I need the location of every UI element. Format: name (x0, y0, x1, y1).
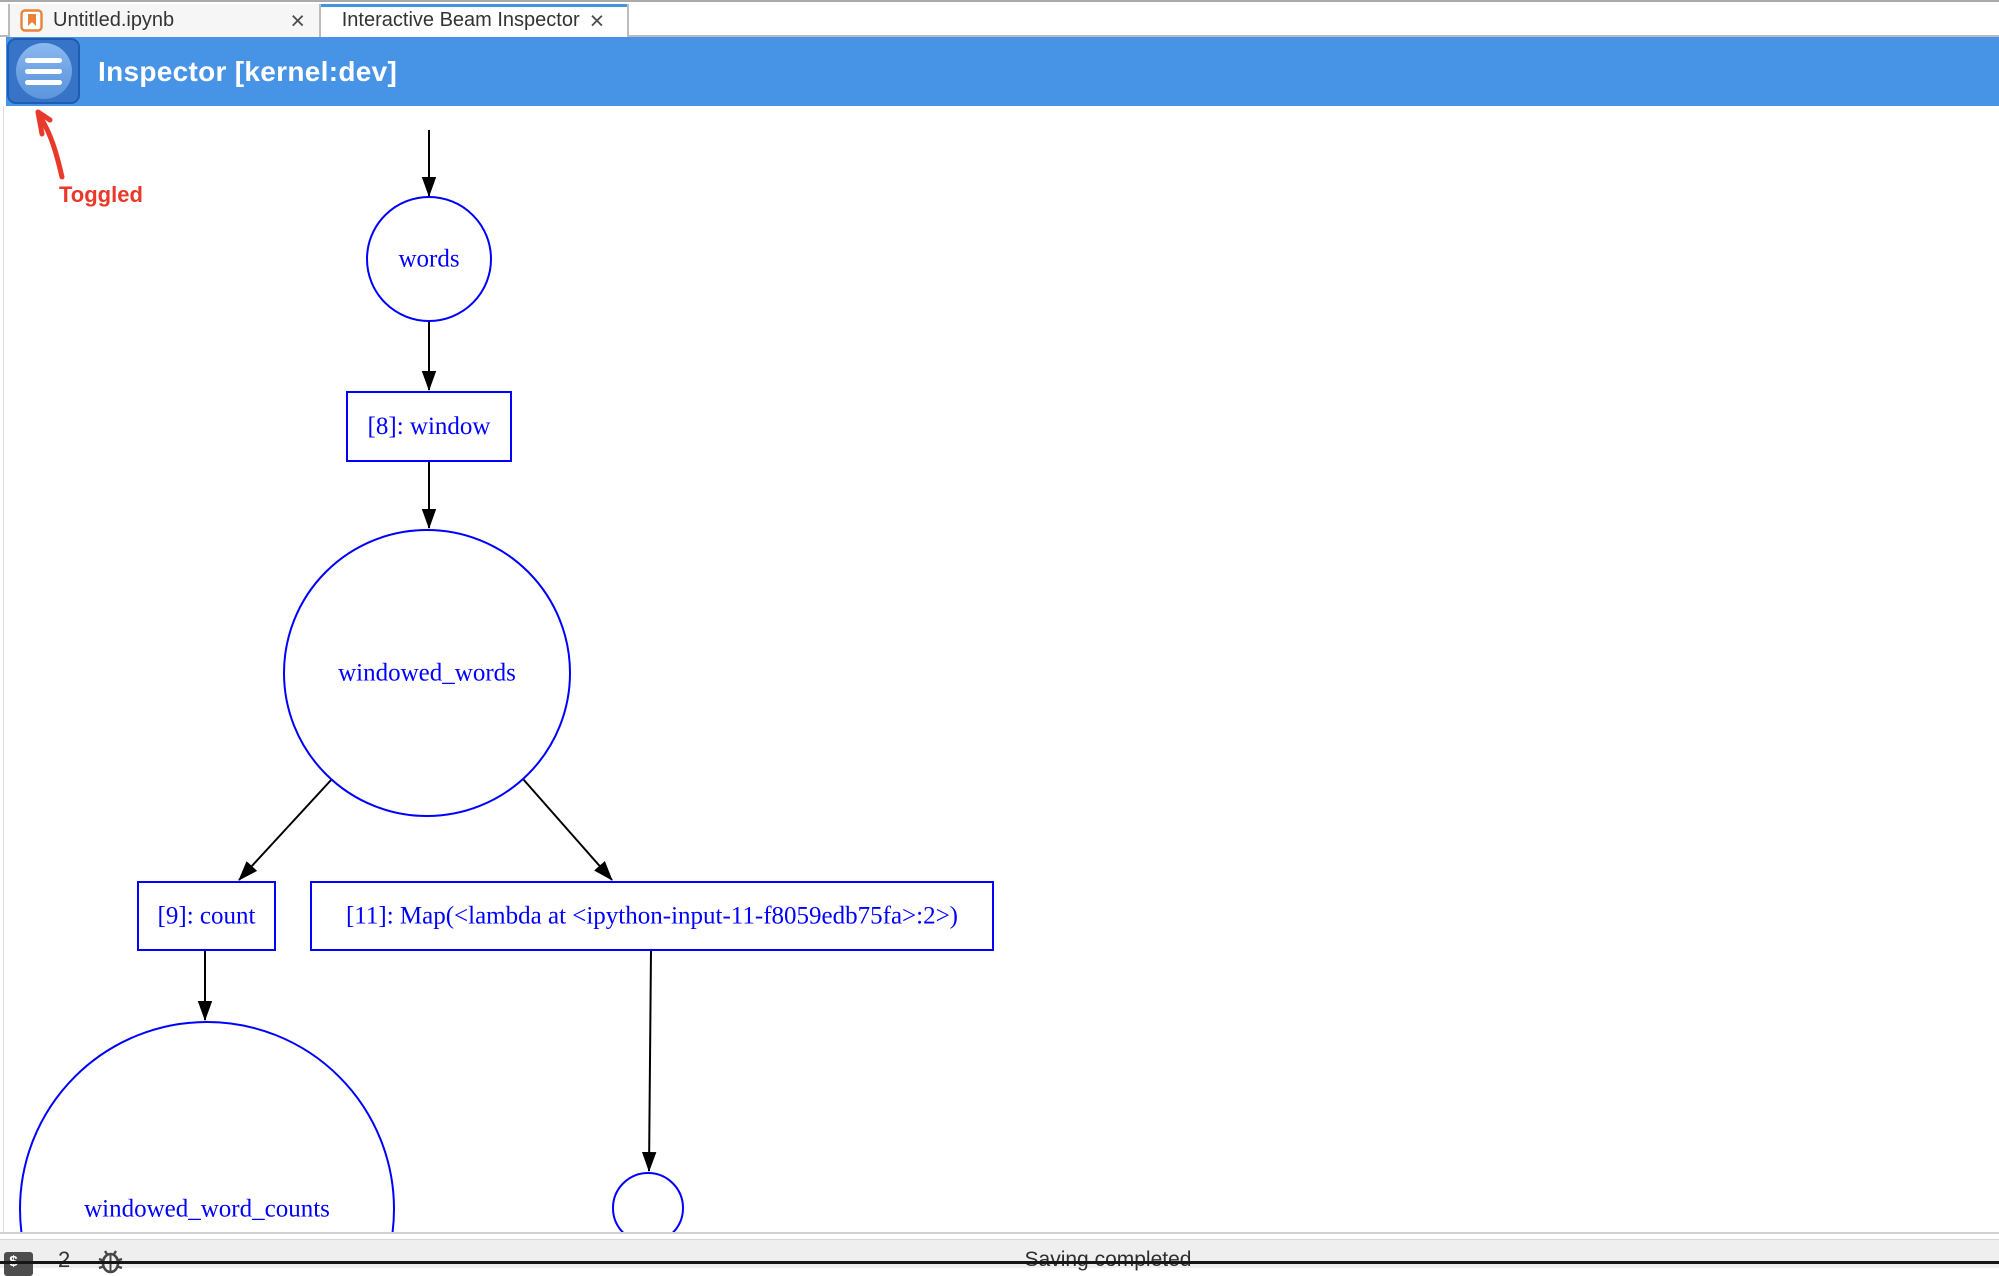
terminal-icon[interactable]: $ (4, 1252, 33, 1276)
tab-bar: Untitled.ipynb × Interactive Beam Inspec… (0, 0, 1999, 37)
graph-node-pcollection-anonymous[interactable] (612, 1172, 684, 1232)
graph-node-transform-11-map[interactable] (310, 881, 994, 951)
tab-untitled-ipynb[interactable]: Untitled.ipynb × (8, 4, 321, 37)
menu-toggle-button[interactable] (7, 38, 80, 104)
graph-node-label-words: words (398, 246, 459, 273)
inspector-header: Inspector [kernel:dev] (6, 37, 1999, 106)
close-icon[interactable]: × (290, 6, 305, 35)
graph-edge (641, 949, 657, 1172)
window-bottom-edge (0, 1261, 1999, 1264)
pipeline-graph: words [8]: window windowed_words [9]: count… (19, 130, 994, 1232)
graph-node-label-windowed-word-counts: windowed_word_counts (84, 1196, 330, 1223)
graph-node-label-windowed-words: windowed_words (338, 660, 516, 687)
status-message: Saving completed (1024, 1248, 1192, 1271)
graph-node-transform-8-window[interactable] (346, 391, 512, 462)
graph-node-words[interactable] (366, 196, 492, 322)
notebook-icon (20, 9, 43, 32)
hamburger-icon (15, 43, 72, 99)
graph-node-transform-9-count[interactable] (137, 881, 276, 951)
terminal-session-count: 2 (58, 1247, 71, 1272)
graph-node-windowed-words[interactable] (283, 529, 571, 817)
tab-interactive-beam-inspector[interactable]: Interactive Beam Inspector × (321, 4, 629, 37)
graph-node-label-transform-11-map: [11]: Map(<lambda at <ipython-input-11-f… (346, 903, 958, 930)
tab-label: Untitled.ipynb (53, 9, 175, 31)
close-icon[interactable]: × (589, 6, 605, 35)
graph-node-label-transform-9-count: [9]: count (158, 903, 256, 930)
inspector-title: Inspector [kernel:dev] (98, 56, 398, 87)
content-left-border (3, 106, 4, 1232)
graph-edge (522, 778, 613, 881)
graph-node-windowed-word-counts[interactable] (19, 1021, 395, 1232)
toggled-annotation-label: Toggled (59, 182, 143, 207)
content-bottom-border (0, 1232, 1999, 1234)
tab-label: Interactive Beam Inspector (341, 9, 580, 31)
graph-edge (238, 778, 333, 881)
graph-node-label-transform-8-window: [8]: window (368, 413, 491, 440)
